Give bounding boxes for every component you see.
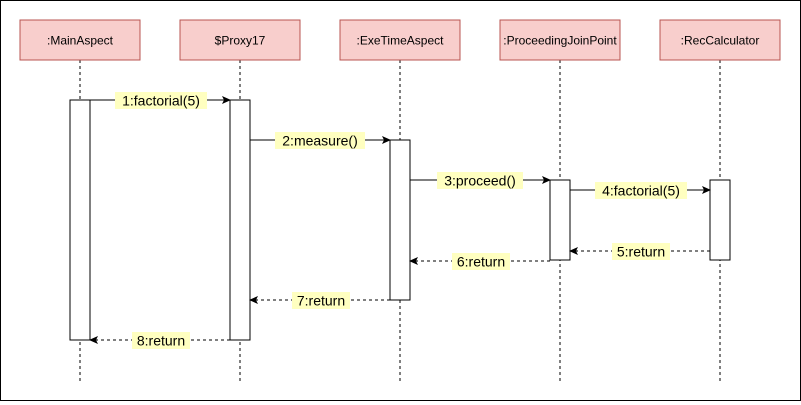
message-3-proceed: 3:proceed()	[410, 172, 551, 189]
message-8-return: 8:return	[89, 332, 230, 349]
message-5-return: 5:return	[569, 243, 710, 260]
participant-proceeding-join-point: :ProceedingJoinPoint	[499, 19, 621, 381]
message-label: 1:factorial(5)	[122, 93, 200, 109]
participant-label: :ProceedingJoinPoint	[503, 34, 617, 48]
participant-box	[19, 19, 141, 61]
participant-box	[179, 19, 301, 61]
participant-label: $Proxy17	[215, 34, 266, 48]
activation-bar-proceeding-join-point	[549, 179, 571, 261]
participant-label: :RecCalculator	[681, 34, 760, 48]
participant-exe-time-aspect: :ExeTimeAspect	[339, 19, 461, 381]
message-label: 5:return	[617, 244, 665, 260]
participant-label: :ExeTimeAspect	[357, 34, 445, 48]
message-label: 4:factorial(5)	[602, 183, 680, 199]
activation-bar-main-aspect	[69, 99, 91, 341]
participant-proxy17: $Proxy17	[179, 19, 301, 381]
message-2-measure: 2:measure()	[250, 132, 391, 149]
message-label: 7:return	[297, 293, 345, 309]
message-label: 2:measure()	[282, 133, 357, 149]
activation-bar-exe-time-aspect	[389, 139, 411, 301]
message-4-factorial: 4:factorial(5)	[570, 182, 711, 199]
message-label: 6:return	[457, 254, 505, 270]
message-1-factorial: 1:factorial(5)	[90, 92, 231, 109]
message-label: 3:proceed()	[444, 173, 516, 189]
participant-main-aspect: :MainAspect	[19, 19, 141, 381]
participant-label: :MainAspect	[47, 34, 114, 48]
participant-rec-calculator: :RecCalculator	[659, 19, 781, 381]
message-7-return: 7:return	[249, 292, 390, 309]
participant-box	[339, 19, 461, 61]
message-label: 8:return	[137, 333, 185, 349]
message-6-return: 6:return	[409, 253, 550, 270]
activation-bar-proxy17	[229, 99, 251, 341]
activation-bar-rec-calculator	[709, 179, 731, 261]
participant-box	[659, 19, 781, 61]
participant-box	[499, 19, 621, 61]
